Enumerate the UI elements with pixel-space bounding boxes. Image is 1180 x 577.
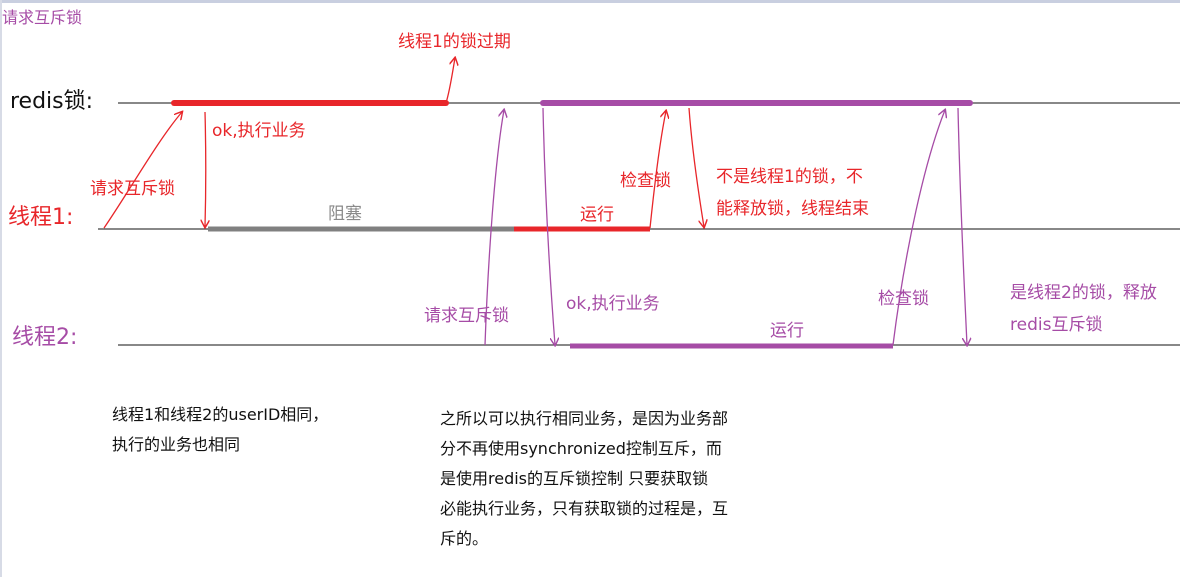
thread1-not-own-lock-line1: 不是线程1的锁，不	[716, 167, 863, 187]
thread1-lock-expired-arrow	[445, 58, 455, 104]
thread2-release-lock-arrow	[957, 107, 967, 345]
header-title: 请求互斥锁	[2, 8, 83, 27]
thread2-request-lock-arrow	[484, 110, 504, 346]
thread2-ok-arrow	[542, 107, 555, 345]
note-left: 线程1和线程2的userID相同， 执行的业务也相同	[112, 400, 328, 460]
redis-lock-label: redis锁:	[10, 89, 94, 114]
note-right: 之所以可以执行相同业务，是因为业务部 分不再使用synchronized控制互斥…	[440, 404, 728, 554]
note-right-line: 斥的。	[440, 529, 489, 548]
thread2-check-lock-arrow	[892, 110, 945, 346]
top-border	[0, 0, 1180, 3]
thread2-running-label: 运行	[770, 321, 804, 341]
thread1-request-lock-arrow	[103, 112, 182, 229]
thread1-lock-expired-label: 线程1的锁过期	[398, 32, 511, 52]
note-right-line: 之所以可以执行相同业务，是因为业务部	[440, 409, 729, 428]
thread1-ok-execute-label: ok,执行业务	[212, 121, 306, 141]
thread1-label: 线程1:	[8, 205, 74, 230]
thread2-label: 线程2:	[12, 325, 78, 350]
thread1-request-lock-label: 请求互斥锁	[90, 179, 175, 199]
note-right-line: 必能执行业务，只有获取锁的过程是，互	[440, 499, 729, 518]
thread1-check-lock-arrow	[649, 111, 666, 229]
thread1-running-label: 运行	[580, 205, 614, 225]
thread1-not-own-lock-line2: 能释放锁，线程结束	[716, 199, 869, 219]
note-right-line: 分不再使用synchronized控制互斥，而	[440, 439, 722, 458]
left-border	[0, 0, 2, 577]
note-left-line: 执行的业务也相同	[112, 435, 241, 454]
thread1-ok-arrow	[205, 111, 206, 227]
thread1-check-lock-label: 检查锁	[620, 171, 671, 191]
note-left-line: 线程1和线程2的userID相同，	[112, 405, 329, 424]
thread1-blocked-label: 阻塞	[328, 204, 362, 224]
thread2-own-lock-line2: redis互斥锁	[1010, 315, 1103, 335]
thread2-check-lock-label: 检查锁	[878, 289, 929, 309]
thread2-own-lock-line1: 是线程2的锁，释放	[1010, 283, 1157, 303]
thread2-ok-execute-label: ok,执行业务	[566, 294, 660, 314]
note-right-line: 是使用redis的互斥锁控制 只要获取锁	[440, 469, 709, 488]
thread2-request-lock-label: 请求互斥锁	[424, 306, 509, 326]
thread1-check-result-arrow	[688, 107, 704, 227]
